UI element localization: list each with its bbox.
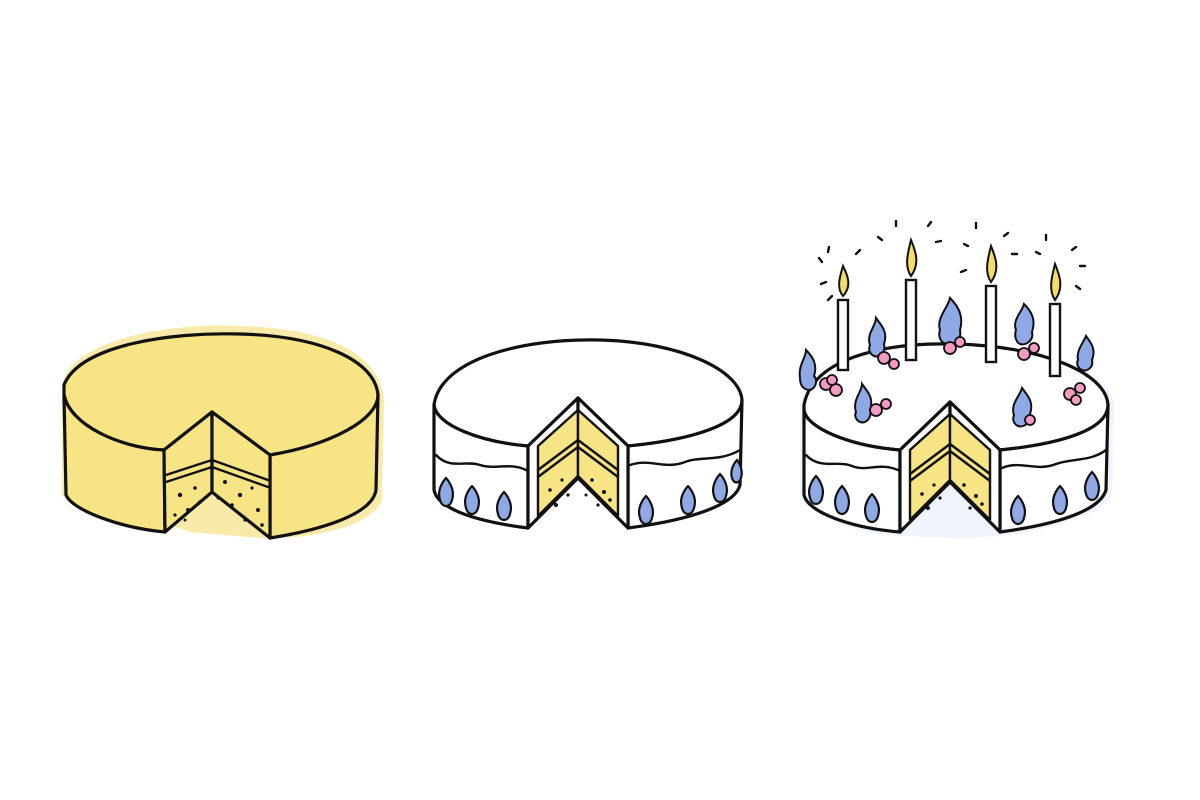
candle-icon <box>836 278 1062 378</box>
sponge-crumbs <box>920 483 984 510</box>
frosting-drip-right <box>628 448 742 467</box>
candle-4 <box>1048 302 1062 378</box>
blue-piping <box>438 458 743 526</box>
birthday-cake-icon <box>798 219 1114 538</box>
sponge-crumbs <box>548 478 612 507</box>
flame-icon <box>838 236 1062 302</box>
sponge-layer <box>164 458 270 489</box>
plain-cake-icon <box>62 325 384 540</box>
blue-piping <box>808 470 1100 526</box>
sponge-layer <box>908 442 992 483</box>
cut-wall-right <box>210 410 272 540</box>
frosting-drip-left <box>804 453 900 472</box>
sparkles <box>817 219 1087 302</box>
sponge-crumbs <box>173 480 264 527</box>
sponge-layer <box>536 438 620 479</box>
candle-1 <box>836 298 850 372</box>
frosted-cake-icon <box>432 338 744 530</box>
cake-side-right <box>268 393 380 540</box>
berries <box>819 336 1086 426</box>
candle-2 <box>904 278 918 362</box>
top-rosettes <box>798 295 1095 428</box>
frosting-drip-right <box>1000 448 1108 470</box>
frosting-drip-left <box>434 453 528 472</box>
birthday-side-right <box>998 403 1110 534</box>
candle-3 <box>984 284 998 364</box>
